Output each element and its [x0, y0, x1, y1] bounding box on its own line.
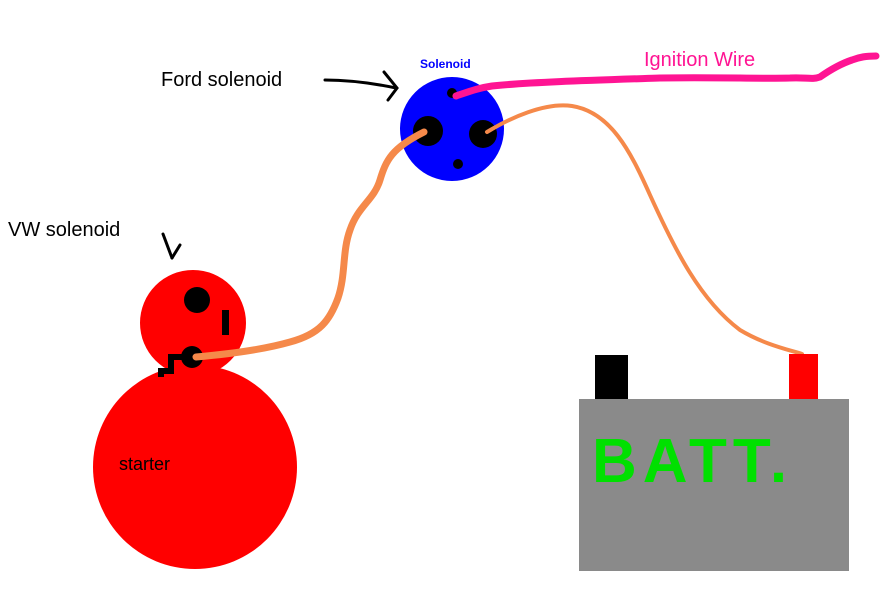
vw-solenoid-body [140, 270, 246, 376]
starter-label: starter [119, 454, 170, 474]
vw-solenoid-bracket [158, 354, 184, 377]
ford-solenoid-bottom-terminal [453, 159, 463, 169]
ford-solenoid-body [400, 77, 504, 181]
ford-solenoid-right-terminal [469, 120, 497, 148]
starter-motor [93, 365, 297, 569]
vw-solenoid-main-terminal [184, 287, 210, 313]
vw-solenoid-spade-terminal [222, 310, 229, 335]
battery-negative-terminal [595, 355, 628, 400]
ignition-wire [452, 52, 880, 100]
solenoid-label: Solenoid [420, 57, 471, 71]
vw-solenoid-lower-terminal [181, 346, 203, 368]
battery-body [579, 399, 849, 571]
ford-solenoid-left-terminal [413, 116, 443, 146]
vw-solenoid-label: VW solenoid [8, 219, 120, 241]
ford-solenoid-label: Ford solenoid [161, 69, 282, 91]
arrow-icon [323, 70, 399, 102]
wire-ford-to-battery [485, 103, 804, 356]
arrow-icon [161, 232, 182, 260]
battery-positive-terminal [789, 354, 818, 400]
battery-label: BATT. [592, 427, 793, 496]
wire-vw-to-ford [192, 128, 428, 361]
ignition-wire-label: Ignition Wire [644, 49, 755, 71]
